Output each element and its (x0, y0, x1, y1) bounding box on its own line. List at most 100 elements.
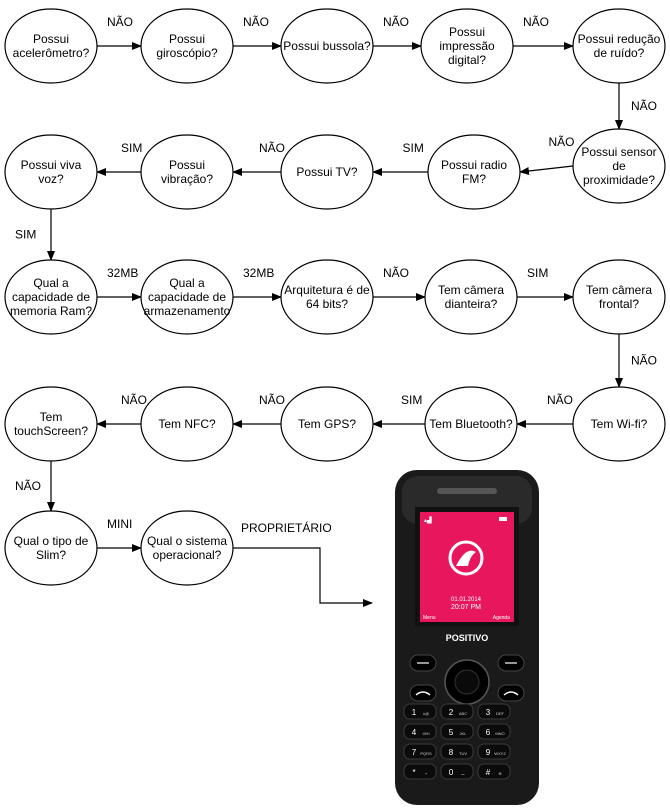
node-label: voz? (38, 172, 64, 186)
node-label: digital? (448, 53, 486, 67)
key-shape[interactable] (477, 723, 511, 740)
node-label: Possui radio (441, 158, 507, 172)
signal-indicator: ▴▟ (424, 516, 432, 524)
node-shape (280, 8, 374, 84)
key-shape[interactable] (440, 723, 474, 740)
node-label: de (612, 159, 626, 173)
edge-label: NÃO (383, 266, 409, 280)
key-shape[interactable] (403, 703, 437, 720)
key-shape[interactable] (477, 763, 511, 780)
key-shape[interactable] (440, 743, 474, 760)
node-label: Possui bussola? (283, 39, 371, 53)
node-label: impressão (439, 39, 495, 53)
phone-brand: POSITIVO (446, 633, 489, 643)
edge-label: 32MB (243, 266, 274, 280)
node-shape (4, 510, 98, 586)
node-label: giroscópio? (156, 46, 218, 60)
key-digit: 9 (486, 748, 491, 757)
edge-label: NÃO (383, 15, 409, 29)
keypad-key[interactable]: *+ (403, 763, 437, 780)
ok-key[interactable] (454, 669, 480, 695)
node-shape (280, 386, 374, 462)
node-label: dianteira? (445, 297, 498, 311)
end-key[interactable] (497, 684, 525, 702)
node-shape (424, 259, 518, 335)
flow-node: Tem Wi-fi? (572, 386, 666, 462)
key-shape[interactable] (403, 723, 437, 740)
call-key[interactable] (409, 684, 437, 702)
key-letters: ABC (459, 711, 467, 716)
node-shape (140, 8, 234, 84)
keypad-key[interactable]: 0⌴ (440, 763, 474, 780)
positivo-logo-icon (448, 540, 484, 576)
key-shape[interactable] (403, 743, 437, 760)
node-label: operacional? (153, 548, 222, 562)
node-label: armazenamento (144, 304, 231, 318)
edge-label: SIM (527, 266, 548, 280)
node-shape (572, 128, 666, 204)
node-shape (140, 259, 234, 335)
edge-label: MINI (107, 517, 132, 531)
keypad-key[interactable]: 8 TUV (440, 743, 474, 760)
node-shape (424, 386, 518, 462)
edge-label: NÃO (259, 393, 285, 407)
edge-arrow (233, 547, 373, 607)
node-label: memoria Ram? (10, 304, 92, 318)
key-letters: ò@ (423, 711, 429, 716)
key-letters: ⌴ (461, 771, 464, 776)
key-digit: 3 (486, 708, 491, 717)
key-letters: TUV (459, 751, 467, 756)
node-shape (4, 259, 98, 335)
flow-node: Tem Bluetooth? (424, 386, 518, 462)
key-shape[interactable] (477, 743, 511, 760)
phone-earpiece (437, 488, 497, 494)
node-label: touchScreen? (14, 424, 88, 438)
key-shape[interactable] (403, 763, 437, 780)
keypad-key[interactable]: 2 ABC (440, 703, 474, 720)
edge-label: NÃO (631, 99, 657, 113)
nodes-layer: Possuiacelerômetro?Possuigiroscópio?Poss… (4, 8, 666, 586)
edge-label: NÃO (15, 479, 41, 493)
node-label: frontal? (599, 297, 639, 311)
key-digit: 7 (412, 748, 417, 757)
key-digit: 8 (449, 748, 454, 757)
node-label: Possui (33, 32, 69, 46)
key-shape[interactable] (440, 763, 474, 780)
flow-node: Possui TV? (280, 134, 374, 210)
key-letters: GHI (422, 731, 429, 736)
phone-illustration: ▴▟ 01.01.2014 20:07 PM Menu Agenda POSIT… (395, 470, 539, 805)
key-digit: 5 (449, 728, 454, 737)
node-label: Tem Bluetooth? (429, 417, 513, 431)
keypad-key[interactable]: #⊕ (477, 763, 511, 780)
key-digit: 2 (449, 708, 454, 717)
node-label: Possui (449, 25, 485, 39)
node-label: Possui sensor (581, 145, 656, 159)
key-shape[interactable] (477, 703, 511, 720)
node-shape (140, 134, 234, 210)
edge-label: NÃO (547, 393, 573, 407)
edge-label: NÃO (259, 141, 285, 155)
node-label: acelerômetro? (13, 46, 90, 60)
node-label: Possui TV? (296, 165, 357, 179)
node-label: Tem GPS? (298, 417, 356, 431)
key-shape[interactable] (440, 703, 474, 720)
key-letters: ⊕ (498, 771, 501, 776)
key-digit: * (412, 768, 415, 777)
